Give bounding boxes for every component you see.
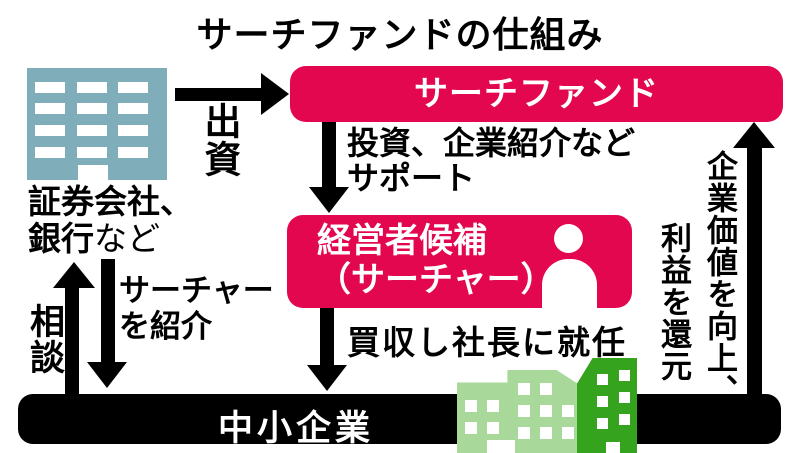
support-arrow-head (309, 187, 349, 213)
window-pane (562, 427, 574, 439)
acquire-arrow-head (307, 365, 347, 391)
searcher-label-line2: （サーチャー） (317, 260, 555, 300)
searcher-label-line1: 経営者候補 (317, 221, 487, 261)
window-pane (597, 374, 608, 385)
window-pane (540, 427, 552, 439)
building-door (487, 440, 515, 453)
window-pane (597, 396, 608, 407)
company-building-dark-icon (577, 358, 637, 453)
building-door (606, 442, 620, 453)
window-pane (619, 370, 630, 381)
window-pane (77, 147, 107, 158)
person-icon-body (542, 259, 597, 308)
window-pane (77, 103, 107, 114)
window-pane (487, 400, 499, 412)
returns-arrow-label-col2: 利益を還元 (655, 222, 691, 382)
window-pane (35, 147, 65, 158)
company-buildings-icon (457, 370, 577, 453)
window-pane (465, 400, 477, 412)
window-pane (518, 427, 530, 439)
investors-label-line2-regular: など (94, 219, 160, 258)
investors-label-line2: 銀行など (28, 220, 193, 257)
window-pane (35, 103, 65, 114)
invest-arrow-shaft (175, 88, 263, 101)
window-pane (118, 103, 148, 114)
introduce-label-line2: を紹介 (119, 309, 212, 345)
introduce-arrow-shaft (101, 259, 115, 363)
window-pane (77, 125, 107, 136)
window-pane (35, 82, 65, 93)
consult-arrow-head (53, 262, 95, 288)
consult-arrow-shaft (65, 287, 79, 394)
acquire-arrow-shaft (320, 308, 334, 366)
search-fund-box: サーチファンド (290, 66, 783, 122)
introduce-arrow-label: サーチャー を紹介 (119, 273, 274, 345)
window-pane (35, 125, 65, 136)
sme-bar (18, 394, 781, 444)
invest-arrow-label: 出資 (198, 102, 242, 178)
searcher-label: 経営者候補 （サーチャー） (317, 222, 555, 300)
office-building-icon (27, 68, 167, 180)
window-pane (540, 405, 552, 417)
support-arrow-label: 投資、企業紹介など サポート (347, 126, 635, 196)
diagram-title: サーチファンドの仕組み (196, 15, 604, 56)
search-fund-label: サーチファンド (414, 74, 659, 114)
returns-arrow-label-col1: 企業価値を向上、 (701, 150, 737, 406)
introduce-label-line1: サーチャー (119, 273, 274, 309)
acquire-arrow-label: 買収し社長に就任 (347, 323, 627, 362)
window-pane (518, 405, 530, 417)
window-pane (118, 125, 148, 136)
building-door (78, 165, 108, 180)
support-label-line1: 投資、企業紹介など (347, 124, 636, 162)
window-pane (597, 418, 608, 429)
window-pane (619, 414, 630, 425)
window-pane (562, 405, 574, 417)
investors-label: 証券会社、 銀行など (28, 183, 193, 257)
window-pane (619, 392, 630, 403)
introduce-arrow-head (87, 362, 127, 388)
searcher-box: 経営者候補 （サーチャー） (287, 215, 632, 308)
window-pane (487, 422, 499, 434)
investors-label-line1: 証券会社、 (28, 182, 193, 221)
person-icon (554, 224, 583, 253)
window-pane (118, 82, 148, 93)
window-pane (77, 82, 107, 93)
window-pane (540, 383, 552, 395)
support-label-line2: サポート (347, 159, 476, 197)
support-arrow-shaft (322, 122, 336, 188)
window-pane (465, 422, 477, 434)
consult-arrow-label: 相談 (24, 303, 65, 375)
returns-arrow-head (733, 122, 775, 148)
sme-label: 中小企業 (218, 409, 375, 449)
window-pane (118, 147, 148, 158)
invest-arrow-head (261, 73, 289, 115)
investors-label-line2-bold: 銀行 (28, 219, 94, 258)
window-pane (518, 383, 530, 395)
returns-arrow-shaft (747, 147, 762, 394)
